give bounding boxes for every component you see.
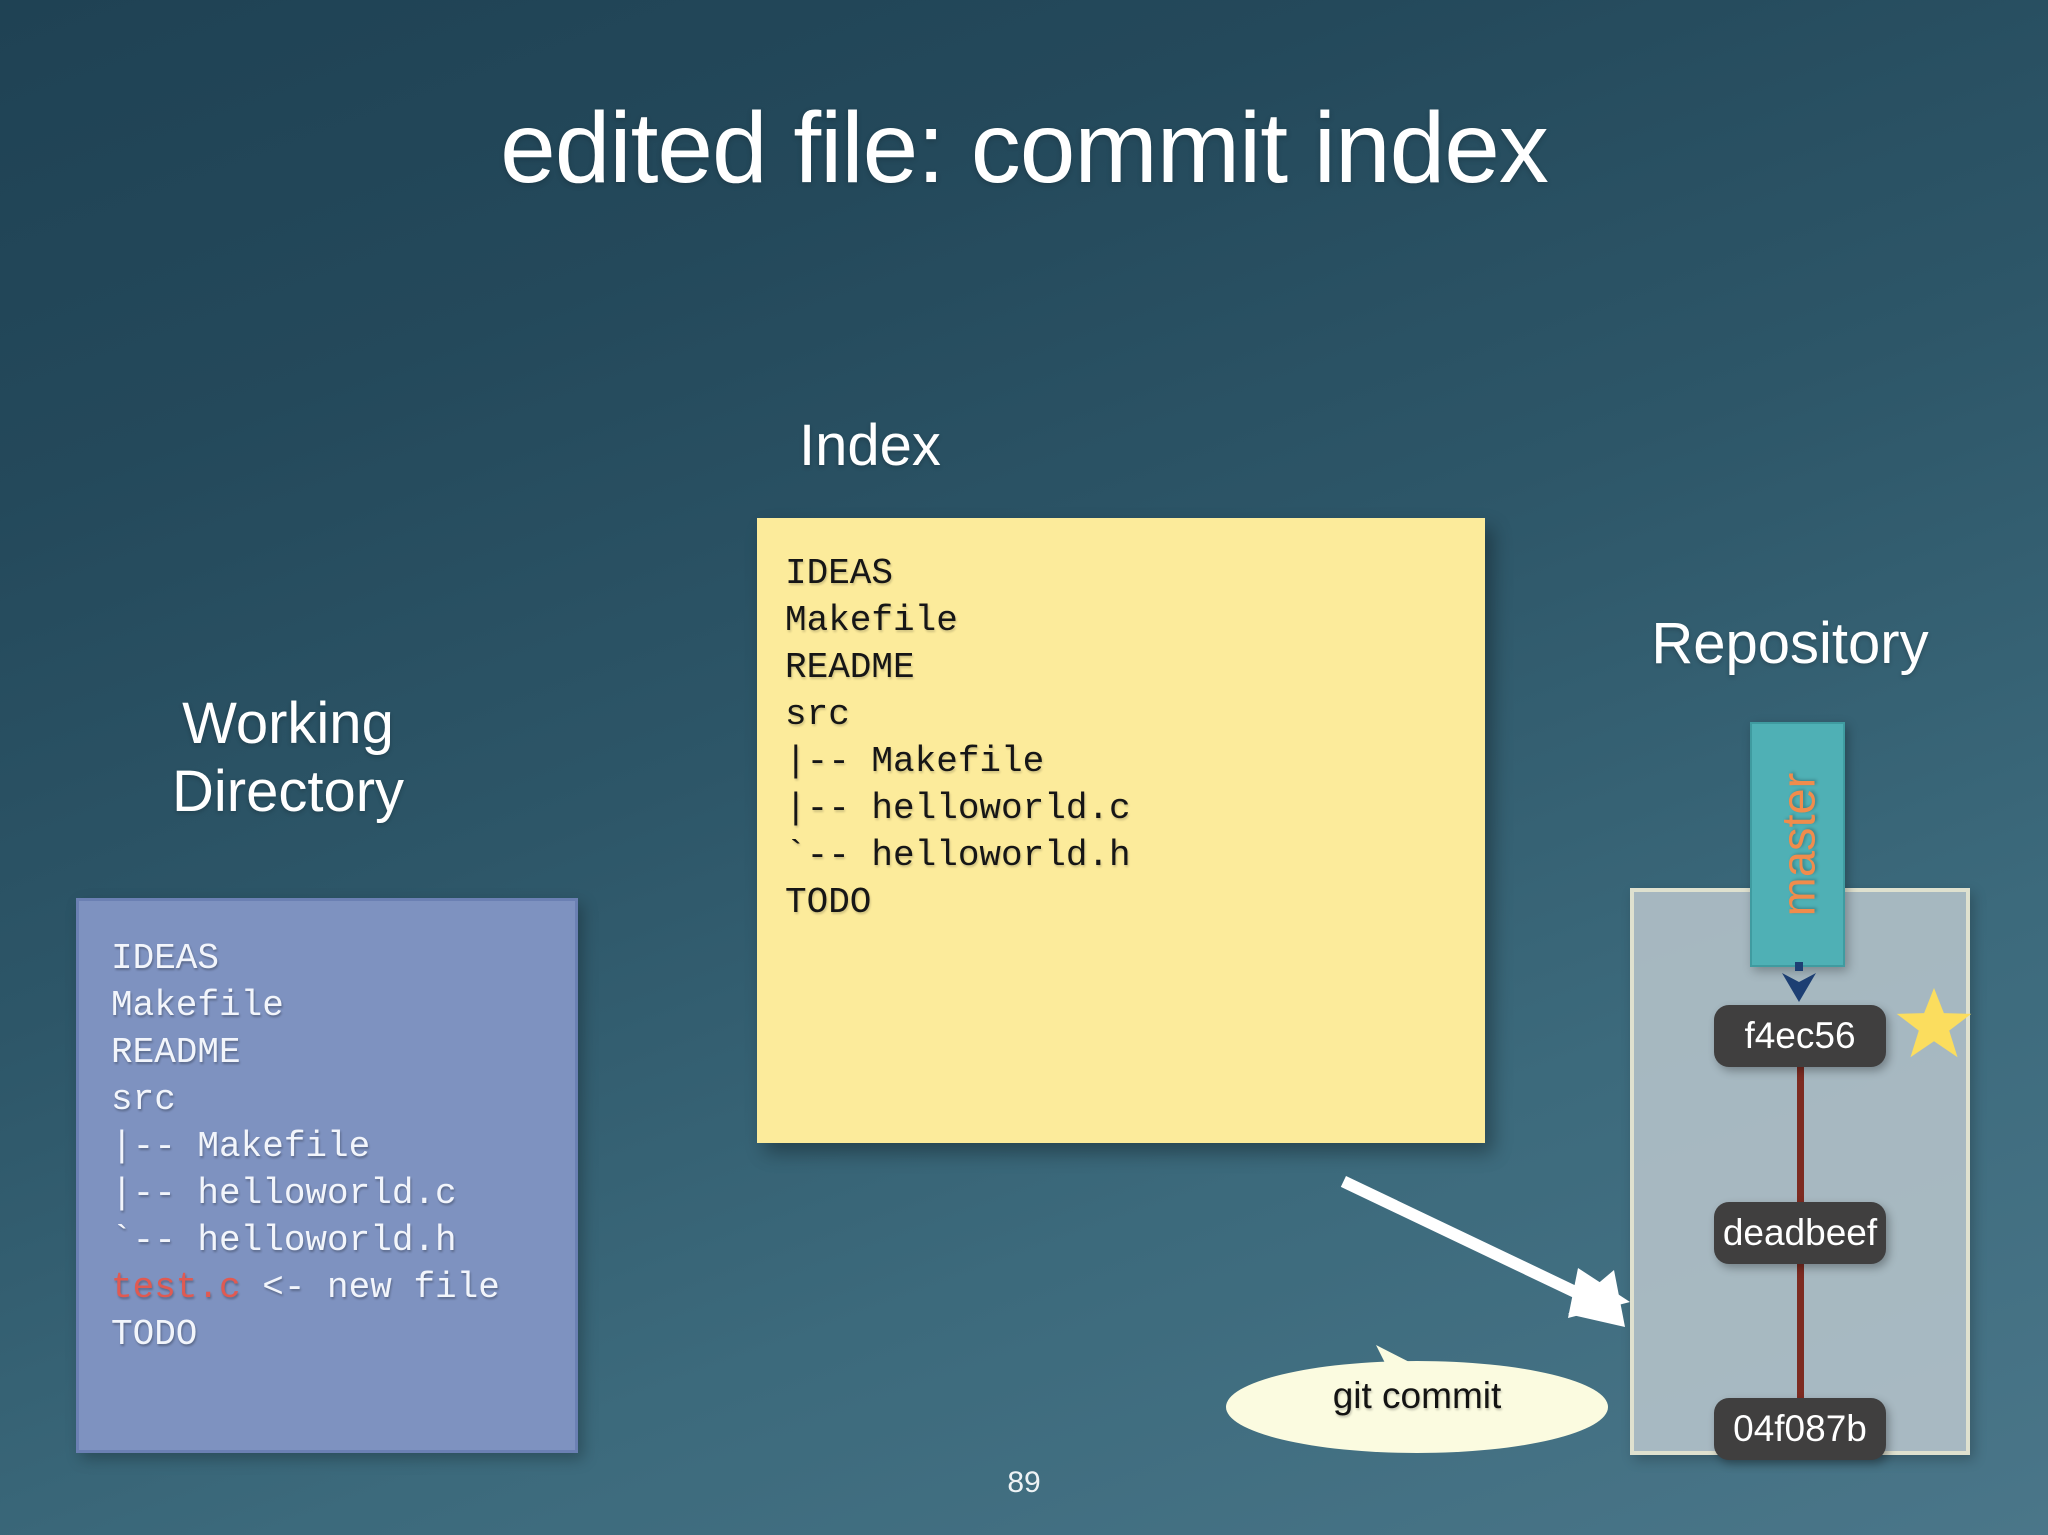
- file-list-line: TODO: [111, 1314, 198, 1355]
- star-icon: [1896, 988, 1972, 1058]
- new-file-token: test.c: [111, 1267, 241, 1308]
- commit-node[interactable]: deadbeef: [1714, 1202, 1886, 1264]
- file-list-line: |-- Makefile: [111, 1126, 371, 1167]
- file-list-line: `-- helloworld.h: [785, 835, 1131, 876]
- head-pointer-arrow-icon: [1782, 962, 1816, 1002]
- working-directory-heading: Working Directory: [171, 691, 405, 825]
- commit-link: [1797, 1067, 1804, 1203]
- file-list-line: IDEAS: [111, 938, 220, 979]
- file-list-line: TODO: [785, 882, 872, 923]
- file-list-line: src: [785, 694, 850, 735]
- repository-heading: Repository: [1651, 611, 1929, 676]
- commit-node[interactable]: 04f087b: [1714, 1398, 1886, 1460]
- file-list-line: Makefile: [785, 600, 958, 641]
- file-list-line: |-- Makefile: [785, 741, 1045, 782]
- page-title: edited file: commit index: [500, 92, 1549, 204]
- file-list-line: |-- helloworld.c: [785, 788, 1131, 829]
- file-list-line: src: [111, 1079, 176, 1120]
- commit-node[interactable]: f4ec56: [1714, 1005, 1886, 1067]
- commit-link: [1797, 1264, 1804, 1399]
- file-list-line: Makefile: [111, 985, 284, 1026]
- file-list-line: test.c <- new file: [111, 1267, 500, 1308]
- git-commit-callout-bubble: [1226, 1345, 1608, 1453]
- commit-flow-arrow-icon: [1340, 1176, 1630, 1327]
- branch-tag-master[interactable]: master: [1750, 722, 1845, 967]
- page-number: 89: [1007, 1466, 1041, 1499]
- file-list-line: README: [111, 1032, 241, 1073]
- index-heading: Index: [799, 413, 941, 478]
- file-list-line: IDEAS: [785, 553, 894, 594]
- file-list-line: |-- helloworld.c: [111, 1173, 457, 1214]
- branch-tag-label: master: [1771, 772, 1825, 917]
- file-list-line: README: [785, 647, 915, 688]
- file-list-line: `-- helloworld.h: [111, 1220, 457, 1261]
- git-commit-callout-label: git commit: [1332, 1375, 1502, 1416]
